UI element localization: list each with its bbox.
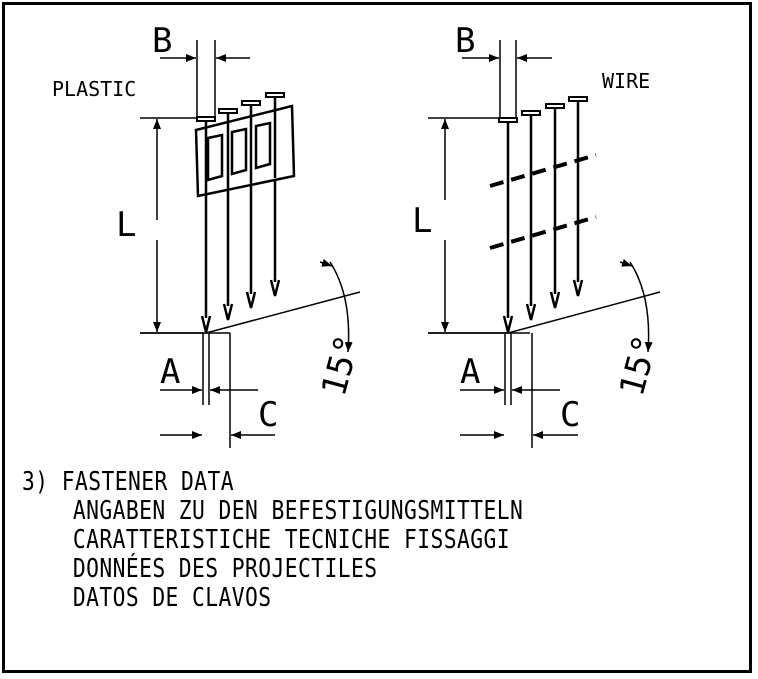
plastic-material-label: PLASTIC [52,77,136,101]
caption-title-it: CARATTERISTICHE TECNICHE FISSAGGI [72,525,510,555]
caption-number: 3) [22,467,49,497]
plastic-dim-l-label: L [116,205,136,245]
caption-line-en: 3) FASTENER DATA [22,468,523,497]
wire-nail-heads [498,96,588,123]
wire-dim-a-label: A [460,352,480,392]
wire-nail-shanks [502,100,584,333]
wire-material-label: WIRE [602,69,650,93]
wire-dim-l-label: L [412,201,432,241]
wire-dim-b-label: B [455,21,475,61]
wire-angle-label: 15° [612,331,667,401]
plastic-strip-figure [140,40,361,448]
plastic-dim-a-label: A [160,352,180,392]
wire-dim-c-label: C [560,395,580,435]
caption-title-de: ANGABEN ZU DEN BEFESTIGUNGSMITTELN [72,496,524,526]
caption-title-es: DATOS DE CLAVOS [72,583,272,613]
caption-title-en: FASTENER DATA [61,467,234,497]
plastic-collation-strip [194,104,296,198]
nail-heads [196,92,285,122]
caption-title-fr: DONNÉES DES PROJECTILES [72,554,378,584]
plastic-angle-label: 15° [314,331,369,401]
fastener-data-caption: 3) FASTENER DATA ANGABEN ZU DEN BEFESTIG… [22,468,523,613]
wire-strip-figure [428,40,661,448]
drawing-frame [2,2,752,673]
plastic-dim-b-label: B [152,21,172,61]
wire-collation [489,153,597,250]
plastic-dim-c-label: C [258,395,278,435]
